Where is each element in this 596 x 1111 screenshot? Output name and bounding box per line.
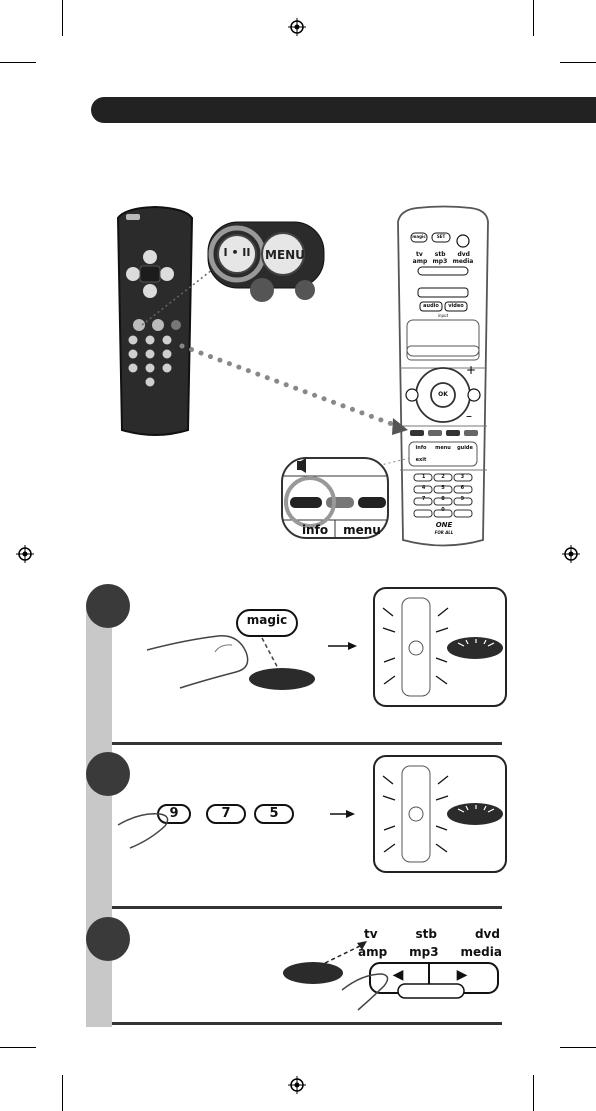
step-1-art — [146, 587, 507, 707]
brand-logo-word: ONE — [435, 521, 453, 529]
power-button-label: I • II — [223, 246, 251, 259]
registration-mark-icon — [288, 1076, 306, 1094]
section-header-bar — [91, 97, 596, 123]
digit-3: 3 — [460, 474, 465, 480]
digit-9: 9 — [460, 496, 465, 502]
step-2-art — [117, 755, 507, 873]
menu-button-label: MENU — [265, 248, 305, 262]
digit-0: 0 — [441, 507, 445, 513]
digit-8: 8 — [441, 496, 445, 502]
step-3-mode-row-2: amp mp3 media — [352, 945, 502, 959]
registration-mark-icon — [562, 545, 580, 563]
power-menu-zoom — [207, 221, 325, 302]
crop-mark — [533, 0, 534, 36]
step-3-left-arrow-icon: ◀ — [392, 967, 404, 983]
original-remote — [116, 205, 194, 436]
crop-mark — [0, 1047, 36, 1048]
digit-2: 2 — [441, 474, 445, 480]
crop-mark — [560, 62, 596, 63]
zoom-menu-label: menu — [343, 523, 381, 537]
remote-mode-row-1: tv stb dvd — [410, 251, 476, 258]
remote-exit-label: exit — [415, 457, 427, 463]
mode-media: media — [460, 945, 502, 959]
remote-guide-label: guide — [457, 445, 473, 451]
brand-logo-subtitle: FOR ALL — [434, 530, 454, 535]
step-3-mode-row-1: tv stb dvd — [352, 927, 500, 941]
remote-mode-dvd: dvd — [457, 251, 470, 258]
step-2-key-7: 7 — [221, 806, 231, 821]
mode-mp3: mp3 — [409, 945, 439, 959]
step-2-marker — [86, 752, 130, 796]
step-3-marker — [86, 917, 130, 961]
step-divider — [112, 906, 502, 909]
step-3-art — [283, 941, 499, 1011]
digit-7: 7 — [421, 496, 426, 502]
remote-mode-media: media — [452, 258, 474, 265]
one-for-all-remote: + – — [397, 205, 489, 547]
crop-mark — [0, 62, 36, 63]
remote-mode-amp: amp — [412, 258, 428, 265]
svg-text:+: + — [466, 363, 476, 377]
remote-mode-stb: stb — [434, 251, 446, 258]
remote-video-label: video — [448, 303, 464, 309]
mode-stb: stb — [415, 927, 437, 941]
dotted-arrow — [179, 343, 408, 435]
remote-illustration: + – — [116, 205, 489, 547]
zoom-info-label: info — [301, 523, 329, 537]
steps-illustration — [117, 587, 507, 1011]
mode-amp: amp — [358, 945, 388, 959]
remote-input-label: input — [437, 313, 449, 318]
registration-mark-icon — [288, 18, 306, 36]
svg-text:–: – — [466, 409, 472, 423]
registration-mark-icon — [16, 545, 34, 563]
crop-mark — [62, 1075, 63, 1111]
crop-mark — [533, 1075, 534, 1111]
brand-logo: ONE FOR ALL — [430, 522, 458, 536]
remote-menu-label: menu — [435, 445, 451, 451]
digit-5: 5 — [441, 485, 445, 491]
digit-6: 6 — [460, 485, 465, 491]
step-1-marker — [86, 584, 130, 628]
digit-1: 1 — [421, 474, 426, 480]
remote-audio-label: audio — [423, 303, 439, 309]
digit-4: 4 — [421, 485, 426, 491]
remote-mode-mp3: mp3 — [432, 258, 448, 265]
remote-info-label: info — [415, 445, 427, 451]
step-2-key-5: 5 — [269, 806, 279, 821]
remote-digits: 1 2 3 4 5 6 7 8 9 0 — [414, 474, 472, 513]
crop-mark — [560, 1047, 596, 1048]
remote-mode-tv: tv — [415, 251, 423, 258]
step-divider — [112, 742, 502, 745]
crop-mark — [62, 0, 63, 36]
step-1-magic-key: magic — [246, 613, 288, 627]
remote-mode-row-2: amp mp3 media — [410, 258, 476, 265]
remote-set-label: SET — [436, 234, 446, 239]
step-3-right-arrow-icon: ▶ — [456, 967, 468, 983]
remote-magic-label: magic — [412, 234, 426, 239]
mode-tv: tv — [364, 927, 378, 941]
remote-ok-label: OK — [438, 391, 448, 398]
mode-dvd: dvd — [474, 927, 500, 941]
info-menu-zoom — [281, 457, 411, 539]
step-2-key-9: 9 — [169, 806, 179, 821]
step-divider — [112, 1022, 502, 1025]
